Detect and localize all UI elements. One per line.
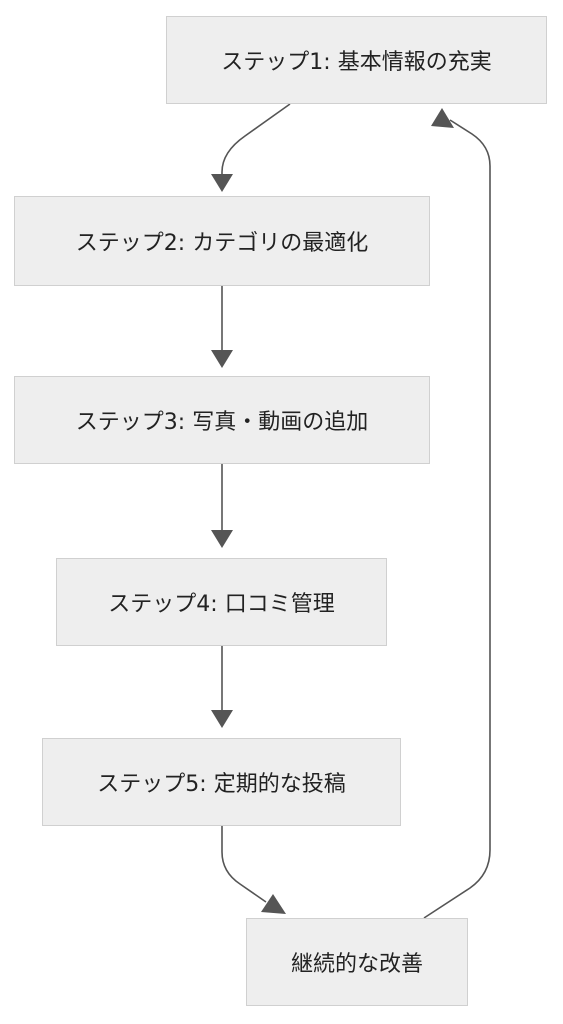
arrowhead-down-icon xyxy=(211,530,233,548)
edge-step2-step3 xyxy=(211,286,233,368)
node-label: 継続的な改善 xyxy=(290,952,423,977)
arrowhead-up-icon xyxy=(431,108,454,128)
node-step5: ステップ5: 定期的な投稿 xyxy=(42,738,401,826)
edge-line xyxy=(221,103,291,176)
node-step3: ステップ3: 写真・動画の追加 xyxy=(14,376,430,464)
arrowhead-down-icon xyxy=(261,894,286,914)
node-label: ステップ1: 基本情報の充実 xyxy=(221,50,492,75)
node-step4: ステップ4: 口コミ管理 xyxy=(56,558,387,646)
edge-step5-improve xyxy=(221,826,286,914)
node-continuous-improvement: 継続的な改善 xyxy=(246,918,468,1006)
node-label: ステップ2: カテゴリの最適化 xyxy=(75,231,369,256)
node-label: ステップ4: 口コミ管理 xyxy=(108,592,335,617)
node-label: ステップ5: 定期的な投稿 xyxy=(97,772,346,797)
edge-line xyxy=(221,826,267,903)
node-step2: ステップ2: カテゴリの最適化 xyxy=(14,196,430,286)
edge-step3-step4 xyxy=(211,464,233,548)
arrowhead-down-icon xyxy=(211,710,233,728)
node-step1: ステップ1: 基本情報の充実 xyxy=(166,16,547,104)
edge-line xyxy=(423,119,491,919)
arrowhead-down-icon xyxy=(211,350,233,368)
node-label: ステップ3: 写真・動画の追加 xyxy=(75,410,369,435)
arrowhead-down-icon xyxy=(211,174,233,192)
edge-step4-step5 xyxy=(211,646,233,728)
edge-step1-step2 xyxy=(211,103,291,192)
edge-improve-step1 xyxy=(423,108,491,919)
